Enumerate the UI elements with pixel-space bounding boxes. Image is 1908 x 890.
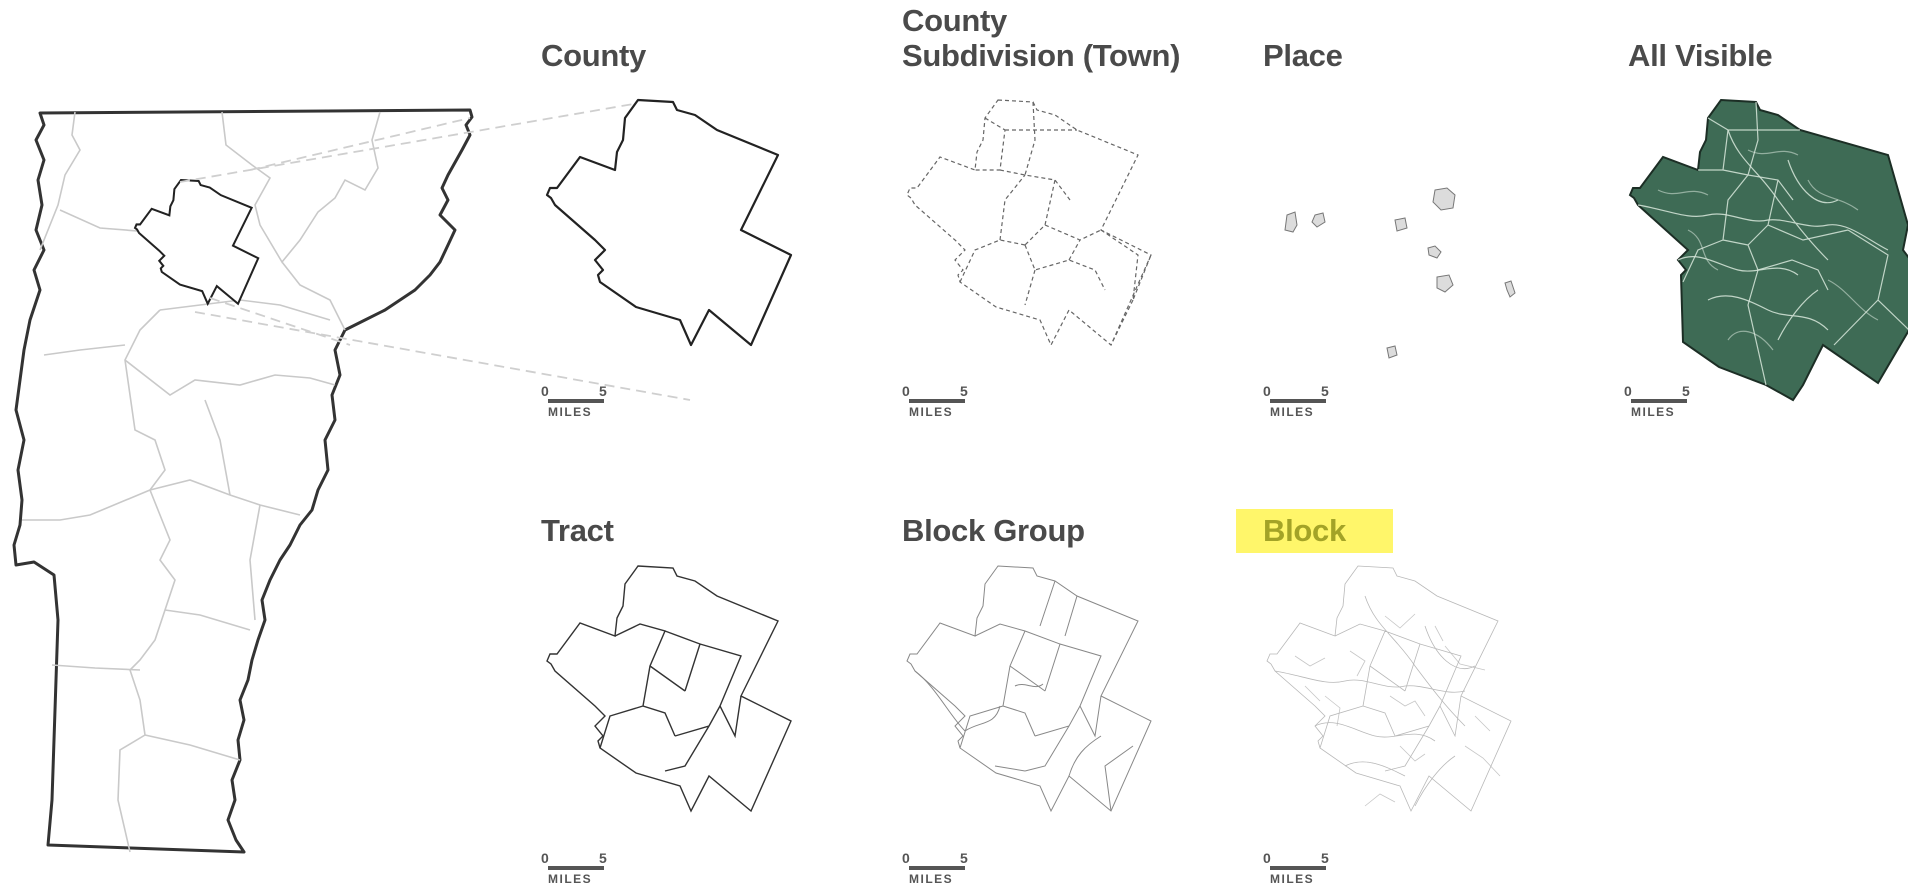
svg-text:0: 0	[541, 383, 549, 399]
block-title-highlight	[1236, 509, 1393, 553]
town-title-line2: Subdivision (Town)	[902, 38, 1180, 73]
scale-bar-block: 0 5 MILES	[1263, 850, 1329, 886]
imagery-composite	[1628, 98, 1908, 402]
scale-bar-tract: 0 5 MILES	[541, 850, 607, 886]
place-title: Place	[1263, 38, 1343, 73]
svg-text:5: 5	[599, 850, 607, 866]
all-visible-panel: All Visible	[1628, 38, 1908, 402]
block-lines	[1266, 565, 1512, 812]
svg-text:0: 0	[902, 383, 910, 399]
svg-text:MILES: MILES	[548, 405, 592, 419]
state-map	[12, 101, 691, 854]
scale-bar-town: 0 5 MILES	[902, 383, 968, 419]
all-visible-title: All Visible	[1628, 38, 1772, 73]
scale-bar-county: 0 5 MILES	[541, 383, 607, 419]
leader-line-bottom	[194, 297, 691, 401]
block-title: Block	[1263, 513, 1347, 548]
county-title: County	[541, 38, 647, 73]
svg-text:5: 5	[1321, 383, 1329, 399]
svg-text:0: 0	[902, 850, 910, 866]
svg-text:5: 5	[599, 383, 607, 399]
tract-panel: Tract	[541, 513, 792, 812]
svg-text:MILES: MILES	[548, 872, 592, 886]
scale-bar-all-visible: 0 5 MILES	[1624, 383, 1690, 419]
place-polygons	[1284, 187, 1516, 359]
leader-line-top	[179, 101, 646, 183]
svg-text:5: 5	[1321, 850, 1329, 866]
svg-text:0: 0	[1263, 383, 1271, 399]
state-outline	[12, 108, 474, 854]
svg-text:5: 5	[1682, 383, 1690, 399]
block-group-panel: Block Group	[902, 513, 1152, 812]
svg-text:5: 5	[960, 383, 968, 399]
tract-title: Tract	[541, 513, 614, 548]
svg-text:5: 5	[960, 850, 968, 866]
block-panel: Block	[1236, 509, 1512, 812]
county-panel: County	[541, 38, 793, 347]
svg-text:0: 0	[1263, 850, 1271, 866]
block-group-title: Block Group	[902, 513, 1085, 548]
svg-text:MILES: MILES	[909, 405, 953, 419]
svg-text:MILES: MILES	[1270, 872, 1314, 886]
scale-bar-place: 0 5 MILES	[1263, 383, 1329, 419]
svg-text:MILES: MILES	[909, 872, 953, 886]
svg-text:0: 0	[541, 850, 549, 866]
svg-text:MILES: MILES	[1270, 405, 1314, 419]
place-panel: Place	[1263, 38, 1516, 359]
scale-bar-block-group: 0 5 MILES	[902, 850, 968, 886]
svg-text:MILES: MILES	[1631, 405, 1675, 419]
town-panel: County Subdivision (Town)	[902, 3, 1180, 346]
town-title-line1: County	[902, 3, 1008, 38]
svg-text:0: 0	[1624, 383, 1632, 399]
